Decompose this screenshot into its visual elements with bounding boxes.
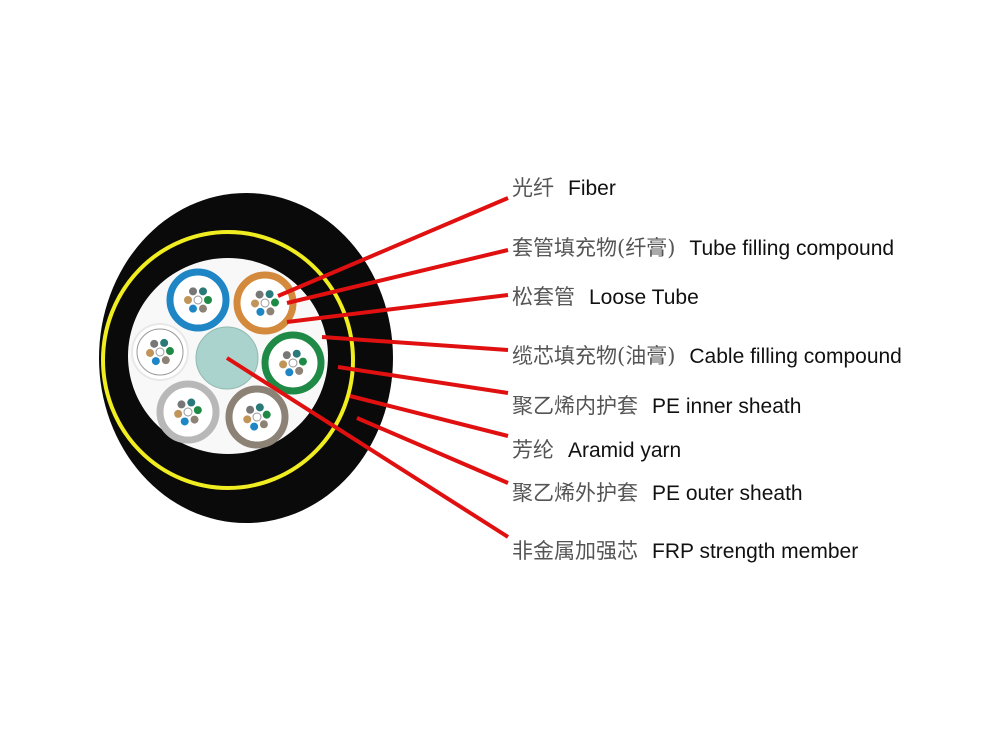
fiber — [150, 339, 159, 348]
label-english: Cable filling compound — [689, 345, 902, 368]
callout-label: 非金属加强芯 FRP strength member — [512, 539, 858, 564]
fiber — [243, 415, 252, 424]
callout-label: 聚乙烯外护套 PE outer sheath — [512, 481, 803, 506]
label-chinese: 芳纶 — [512, 438, 554, 462]
fiber — [282, 351, 291, 360]
label-chinese: 套管填充物(纤膏) — [512, 236, 676, 260]
fiber — [260, 298, 270, 308]
loose-tube-orange — [233, 271, 297, 335]
leader-line — [286, 248, 509, 305]
label-english: PE inner sheath — [652, 395, 802, 418]
fiber — [189, 287, 197, 296]
fiber — [279, 360, 288, 369]
label-chinese: 聚乙烯外护套 — [512, 481, 638, 505]
leader-line — [277, 196, 509, 298]
callout-label: 芳纶 Aramid yarn — [512, 438, 681, 463]
fiber — [190, 415, 199, 424]
fiber — [262, 410, 271, 419]
leader-line — [225, 356, 510, 539]
fiber — [251, 299, 260, 308]
fiber — [189, 304, 197, 313]
label-english: Fiber — [568, 177, 616, 200]
fiber — [295, 366, 304, 375]
fiber — [183, 407, 193, 417]
fiber — [193, 295, 203, 305]
fiber — [184, 296, 192, 304]
label-chinese: 光纤 — [512, 176, 554, 200]
fiber — [255, 290, 264, 299]
label-chinese: 松套管 — [512, 285, 575, 309]
fiber — [165, 347, 174, 356]
leader-line — [321, 335, 509, 352]
loose-tube-blue — [166, 268, 230, 332]
fiber — [177, 400, 186, 409]
fiber — [155, 347, 165, 357]
fiber — [174, 409, 183, 418]
fiber — [298, 357, 307, 366]
label-chinese: 缆芯填充物(油膏) — [512, 344, 676, 368]
fiber — [199, 287, 207, 296]
fiber — [270, 298, 279, 307]
label-chinese: 非金属加强芯 — [512, 539, 638, 563]
label-english: Aramid yarn — [568, 439, 682, 462]
leader-line — [356, 416, 509, 485]
callout-label: 光纤 Fiber — [512, 176, 616, 201]
callout-label: 聚乙烯内护套 PE inner sheath — [512, 394, 801, 419]
fiber — [265, 290, 274, 299]
loose-tube-brown — [225, 385, 289, 449]
fiber — [187, 398, 196, 407]
label-chinese: 聚乙烯内护套 — [512, 394, 638, 418]
fiber — [180, 417, 189, 426]
fiber — [285, 368, 294, 377]
loose-tube-grey — [156, 380, 220, 444]
loose-tube-white — [131, 323, 189, 381]
fiber — [252, 412, 262, 422]
fiber — [250, 422, 259, 431]
fiber — [193, 406, 202, 415]
label-english: PE outer sheath — [652, 482, 803, 505]
leader-line — [337, 365, 509, 395]
fiber — [256, 307, 265, 316]
leader-line — [286, 293, 509, 324]
fiber — [255, 403, 264, 412]
fiber — [204, 296, 212, 304]
callout-label: 缆芯填充物(油膏) Cable filling compound — [512, 344, 902, 369]
callout-label: 套管填充物(纤膏) Tube filling compound — [512, 236, 894, 261]
fiber — [146, 348, 155, 357]
aramid-yarn-ring — [101, 230, 355, 490]
fiber — [160, 338, 169, 347]
fiber — [199, 304, 207, 313]
loose-tube-green — [261, 331, 325, 395]
label-english: Tube filling compound — [689, 237, 895, 260]
label-english: Loose Tube — [589, 286, 699, 309]
callout-label: 松套管 Loose Tube — [512, 285, 699, 310]
fiber — [246, 405, 255, 414]
label-english: FRP strength member — [652, 540, 859, 563]
fiber — [292, 349, 301, 358]
fiber — [288, 358, 298, 368]
leader-line — [349, 394, 509, 438]
fiber — [266, 307, 275, 316]
fiber — [259, 420, 268, 429]
fiber — [161, 356, 170, 365]
fiber — [151, 357, 160, 366]
